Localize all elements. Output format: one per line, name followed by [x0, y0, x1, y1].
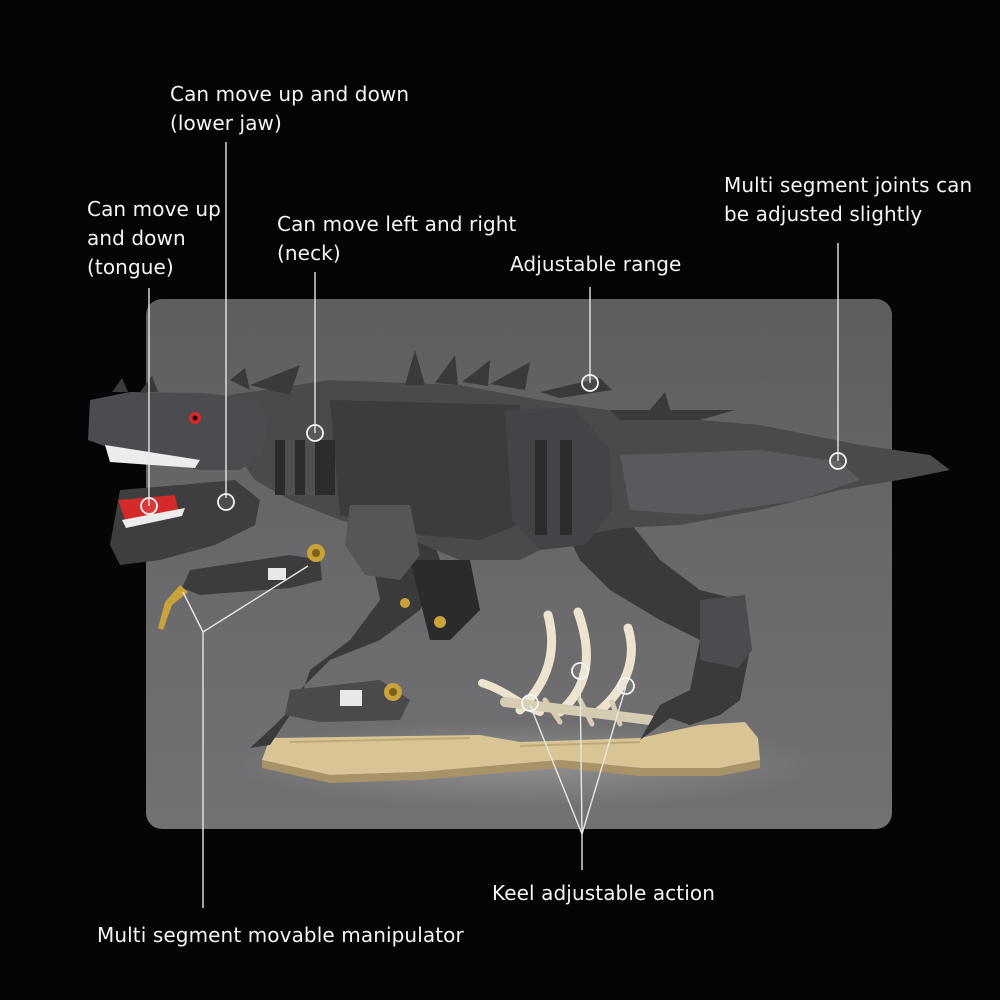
callout-line: Multi segment joints can [724, 173, 973, 197]
callout-lower-jaw: Can move up and down (lower jaw) [170, 80, 409, 138]
dorsal-spikes [230, 350, 735, 420]
marker-range [581, 374, 599, 392]
callout-range: Adjustable range [510, 250, 681, 279]
callout-line: Can move up and down [170, 82, 410, 106]
rib-bones [478, 607, 655, 727]
marker-joints [829, 452, 847, 470]
callout-line: Multi segment movable manipulator [97, 923, 464, 947]
marker-keel-3 [617, 677, 635, 695]
callout-line: (tongue) [87, 255, 174, 279]
callout-neck: Can move left and right (neck) [277, 210, 517, 268]
marker-lower-jaw [217, 493, 235, 511]
callout-tongue: Can move up and down (tongue) [87, 195, 221, 282]
display-base [262, 722, 760, 783]
callout-manipulator: Multi segment movable manipulator [97, 921, 464, 950]
callout-joints: Multi segment joints can be adjusted sli… [724, 171, 972, 229]
callout-line: Can move left and right [277, 212, 517, 236]
gold-joint-accents [400, 598, 446, 628]
marker-keel-2 [571, 662, 589, 680]
dinosaur-body [230, 380, 950, 580]
marker-neck [306, 424, 324, 442]
joint-markers [140, 374, 847, 712]
dinosaur-head [88, 376, 268, 565]
marker-tongue [140, 497, 158, 515]
callout-line: be adjusted slightly [724, 202, 923, 226]
leader-lines [148, 142, 839, 908]
arm [158, 544, 325, 630]
marker-keel-1 [521, 694, 539, 712]
callout-line: (neck) [277, 241, 341, 265]
callout-keel: Keel adjustable action [492, 879, 715, 908]
callout-line: Keel adjustable action [492, 881, 716, 905]
callout-line: Adjustable range [510, 252, 682, 276]
callout-line: Can move up [87, 197, 221, 221]
callout-line: (lower jaw) [170, 111, 282, 135]
hind-leg-right [560, 510, 752, 740]
callout-line: and down [87, 226, 186, 250]
